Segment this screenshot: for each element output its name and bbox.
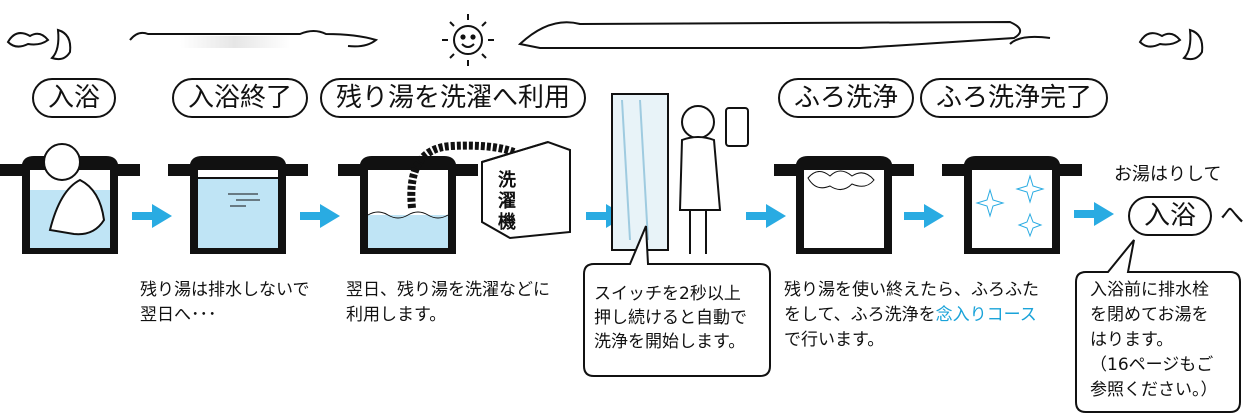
- step-bath-end: 入浴終了: [172, 78, 309, 118]
- bubble-drain-text: 入浴前に排水栓 を閉めてお湯を はります。 （16ページもご 参照ください。）: [1090, 280, 1218, 400]
- step-reuse: 残り湯を洗濯へ利用: [320, 78, 587, 118]
- caption-fill-bath-suffix: へ: [1220, 201, 1244, 229]
- person-switch-icon: [611, 93, 749, 254]
- sky-band: [6, 20, 1204, 61]
- caption-after-use: 残り湯を使い終えたら、ふろふた をして、ふろ洗浄を念入りコース で行います。: [784, 280, 1039, 350]
- cloud-icon: [6, 32, 50, 48]
- caption-no-drain: 残り湯は排水しないで 翌日へ･･･: [140, 280, 310, 325]
- tub-washing: [774, 156, 914, 254]
- step-wash-done: ふろ洗浄完了: [920, 78, 1109, 118]
- tub-after-bath: [168, 156, 308, 254]
- sun-icon: [442, 14, 494, 66]
- bubble-switch-text: スイッチを2秒以上 押し続けると自動で 洗浄を開始します。: [594, 284, 747, 352]
- washing-machine-icon: [481, 140, 571, 240]
- caption-next-day: 翌日、残り湯を洗濯などに 利用します。: [346, 280, 550, 325]
- step-bath-next: 入浴: [1128, 196, 1213, 236]
- speech-bubble-switch: [583, 225, 771, 377]
- step-bath: 入浴: [32, 78, 117, 118]
- hose-icon: [407, 141, 516, 209]
- cloud-icon: [1138, 32, 1182, 48]
- moon-icon: [50, 28, 72, 61]
- caption-fill-bath: お湯はりして: [1114, 164, 1222, 185]
- washing-machine-label: 洗 濯 機: [498, 170, 516, 233]
- tub-reuse: [338, 141, 516, 254]
- tub-washed: [942, 156, 1082, 254]
- course-link[interactable]: 念入りコース: [935, 305, 1037, 325]
- cloud-icon: [517, 20, 1021, 49]
- speech-bubble-drain: [1075, 239, 1241, 413]
- step-wash: ふろ洗浄: [778, 78, 915, 118]
- tub-bathing: [0, 143, 140, 254]
- moon-icon: [1182, 28, 1204, 61]
- person-bathing-icon: [43, 143, 106, 236]
